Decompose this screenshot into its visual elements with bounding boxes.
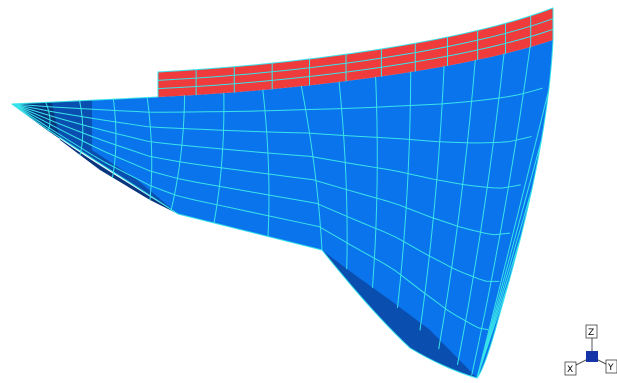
triad-origin-cube <box>586 351 598 362</box>
hull-outline <box>11 7 554 379</box>
hull-waterline <box>11 103 511 236</box>
hull-frame-line <box>372 76 378 288</box>
triad-y-box <box>605 359 617 374</box>
triad-x-label: X <box>567 365 573 375</box>
orientation-triad: Z X Y <box>564 324 617 376</box>
hull-waterline <box>11 103 489 331</box>
deck-mesh-line <box>157 18 554 81</box>
stern-mesh-line <box>476 188 533 379</box>
triad-z-box <box>585 324 598 339</box>
hull-shell-surface <box>12 40 553 378</box>
hull-model <box>11 7 554 379</box>
hull-waterline <box>11 103 521 189</box>
hull-frame-line <box>300 85 323 251</box>
hull-frame-line <box>112 98 117 178</box>
hull-frame-line <box>213 92 225 224</box>
hull-frame-line <box>471 46 531 376</box>
hull-frame-line <box>45 101 51 132</box>
hull-frame-line <box>262 89 270 237</box>
deck-surface <box>158 8 553 97</box>
hull-frame-line <box>170 95 186 211</box>
hull-frame-line <box>419 65 445 331</box>
stern-mesh-line <box>476 89 550 379</box>
keel-underside-shading <box>322 250 477 378</box>
deck-mesh-line <box>157 28 554 90</box>
triad-x-box <box>564 361 577 376</box>
triad-z-label: Z <box>588 328 594 338</box>
hull-frame-line <box>397 71 412 308</box>
hull-waterline <box>11 103 532 144</box>
hull-frame-line <box>146 97 153 201</box>
hull-frame-line <box>438 59 476 350</box>
mesh-grid <box>11 15 554 379</box>
hull-waterline <box>11 103 500 282</box>
hull-frame-line <box>79 100 84 156</box>
hull-frame-line <box>338 81 348 270</box>
hull-waterline <box>11 87 543 113</box>
hull-frame-line <box>457 53 505 365</box>
stern-mesh-line <box>476 279 510 379</box>
triad-y-label: Y <box>607 363 614 373</box>
stern-mesh-line <box>476 139 542 379</box>
